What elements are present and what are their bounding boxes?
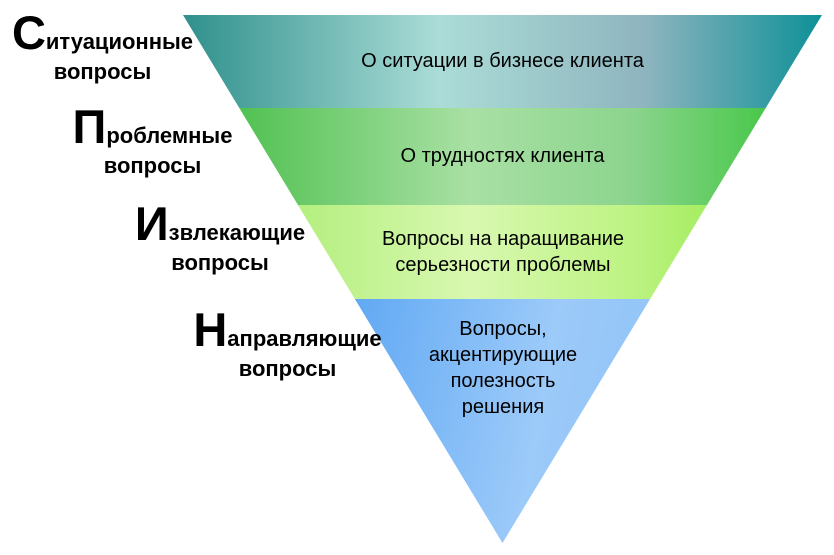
label-situational-line2: вопросы (53, 59, 152, 84)
label-implication-line2: вопросы (171, 250, 269, 275)
band-situational-text: О ситуации в бизнесе клиента (361, 50, 644, 72)
band-implication-text: Вопросы на наращивание серьезности пробл… (381, 228, 625, 276)
label-implication-rest: звлекающие (168, 220, 306, 245)
label-problem-initial: П (72, 100, 107, 153)
funnel-triangle (183, 15, 822, 543)
label-implication-initial: И (134, 197, 169, 250)
label-situational-rest: итуационные (45, 29, 194, 54)
label-need-payoff-line2: вопросы (238, 356, 337, 381)
label-problem-rest: роблемные (106, 123, 233, 148)
band-need-payoff-text: Вопросы, акцентирующие полезность решени… (428, 318, 578, 418)
label-problem-line2: вопросы (103, 153, 202, 178)
band-problem (183, 108, 822, 205)
label-need-payoff-rest: аправляющие (227, 326, 382, 351)
label-need-payoff-questions: Направляющие вопросы (180, 306, 395, 384)
band-situational (183, 15, 822, 108)
label-implication-questions: Извлекающие вопросы (125, 200, 315, 278)
label-situational-initial: С (11, 6, 46, 59)
band-problem-text: О трудностях клиента (400, 145, 605, 167)
label-situational-questions: Ситуационные вопросы (0, 9, 205, 87)
label-need-payoff-initial: Н (193, 303, 228, 356)
label-problem-questions: Проблемные вопросы (60, 103, 245, 181)
